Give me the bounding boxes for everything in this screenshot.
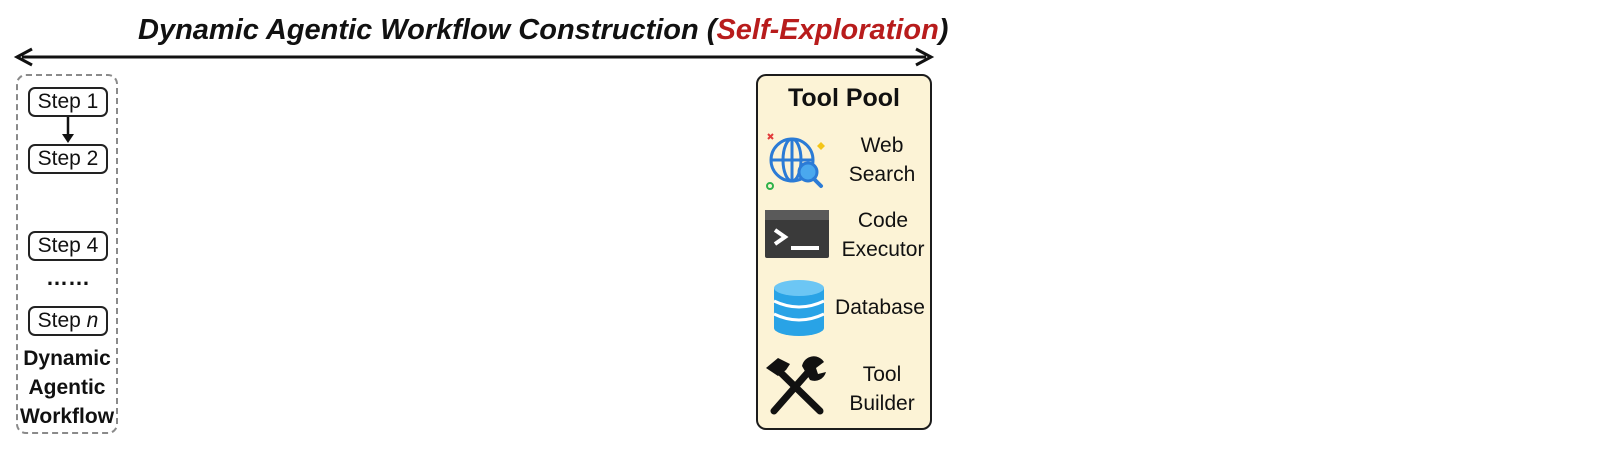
hammer-wrench-icon [766,356,826,415]
title-accent: Self-Exploration [716,14,939,46]
web-search-label: Web Search [848,134,916,186]
tool-pool-title: Tool Pool [787,84,900,112]
workflow-label: Dynamic Agentic Workflow [19,347,115,428]
step-1-box: Step 1 [28,87,108,117]
database-label: Database [835,296,925,319]
double-headed-arrow [13,47,935,67]
web-search-icon [766,133,825,190]
workflow-container [16,74,118,434]
step-2-box: Step 2 [28,144,108,174]
title-prefix: Dynamic Agentic Workflow Construction ( [138,14,717,46]
step-connector-arrow [62,117,74,143]
terminal-icon [765,210,829,258]
title-suffix: ) [938,14,949,46]
code-executor-label: Code Executor [841,209,925,261]
step-4-box: Step 4 [28,231,108,261]
step-ellipsis: …… [46,265,90,290]
database-icon [773,280,825,336]
step-n-variable: n [86,309,99,332]
diagram-title: Dynamic Agentic Workflow Construction (S… [138,10,948,50]
step-n-box: Step n [28,306,108,336]
tool-builder-label: Tool Builder [849,363,915,415]
step-n-prefix: Step [37,309,87,332]
